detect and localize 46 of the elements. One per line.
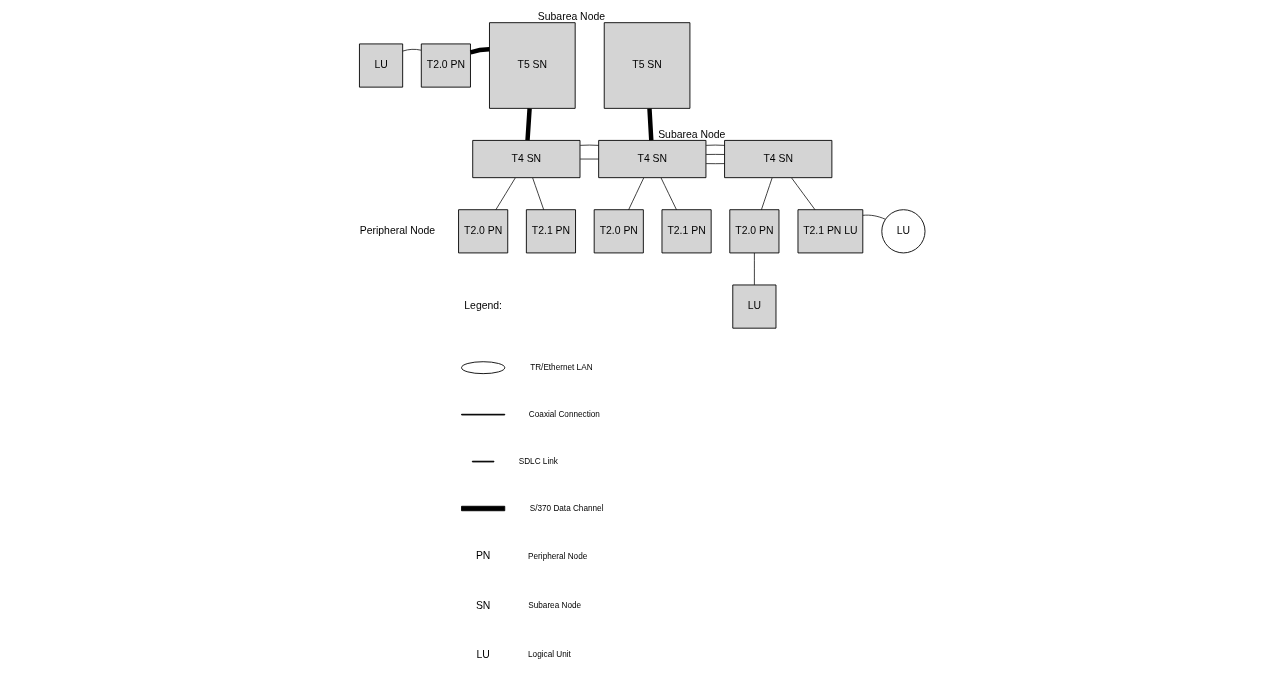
node-box: T2.0 PN — [420, 43, 471, 88]
connector — [402, 48, 422, 52]
connector — [579, 158, 599, 160]
connector — [791, 177, 816, 211]
connector — [628, 177, 645, 211]
node-box: T4 SN — [724, 139, 833, 179]
node-box: T2.0 PN — [458, 209, 509, 254]
node-box: T2.0 PN — [593, 209, 644, 254]
node-box: T4 SN — [598, 139, 707, 179]
node-box: LU — [359, 43, 404, 88]
connector — [754, 252, 755, 286]
legend-label: Coaxial Connection — [528, 409, 600, 419]
connector — [761, 177, 773, 211]
connector — [705, 163, 725, 165]
connector — [647, 108, 654, 141]
node-label: Subarea Node — [537, 10, 606, 22]
node-box: T2.0 PN — [729, 209, 780, 254]
connector — [660, 177, 677, 211]
node-box: T5 SN — [489, 22, 576, 109]
connector — [495, 177, 516, 211]
node-label: Subarea Node — [658, 128, 726, 140]
legend-label: S/370 Data Channel — [529, 503, 604, 513]
connector — [532, 177, 545, 211]
label: LU — [476, 648, 490, 660]
label: Logical Unit — [528, 650, 571, 660]
legend-label: SDLC Link — [518, 456, 558, 466]
connector — [862, 214, 886, 220]
label: Legend: — [464, 300, 502, 312]
label: Peripheral Node — [528, 551, 588, 561]
connector — [525, 108, 532, 141]
connector — [469, 47, 490, 55]
node-box: T2.1 PN LU — [797, 209, 864, 254]
node-box: T2.1 PN — [661, 209, 712, 254]
legend-label: TR/Ethernet LAN — [530, 362, 593, 372]
label: Subarea Node — [528, 600, 582, 610]
connector — [579, 144, 599, 146]
label: Peripheral Node — [359, 225, 436, 237]
connector — [705, 154, 725, 155]
label: SN — [475, 599, 491, 611]
node-box: LU — [732, 284, 777, 329]
node-box: T4 SN — [472, 139, 581, 179]
connector — [705, 144, 725, 146]
node-box: T2.1 PN — [525, 209, 576, 254]
node-box: T5 SN — [603, 22, 691, 109]
label: PN — [475, 550, 491, 562]
node-circle: LU — [881, 209, 926, 254]
